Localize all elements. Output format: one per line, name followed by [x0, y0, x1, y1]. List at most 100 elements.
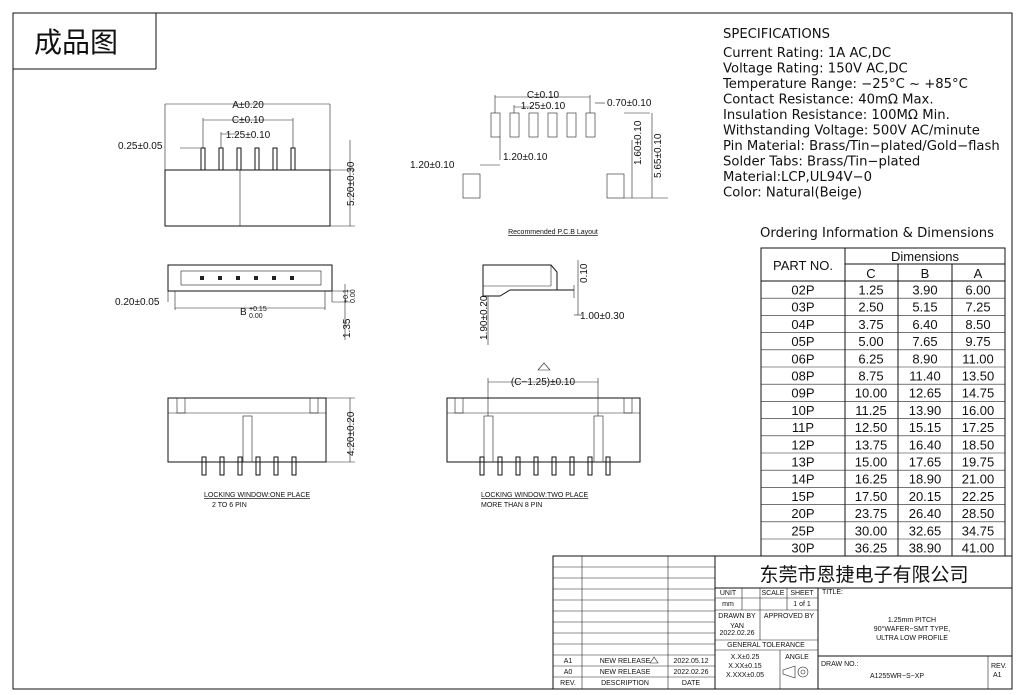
part-number-cell: 12P — [791, 437, 814, 452]
dimension-cell: 10.00 — [855, 386, 888, 401]
ordering-table: Ordering Information & Dimensions PART N… — [760, 226, 1006, 557]
angle-label: ANGLE — [785, 654, 809, 661]
title-line-2: 90°WAFER−SMT TYPE, — [874, 625, 950, 633]
tolerance-2: X.XX±0.15 — [728, 663, 762, 670]
dimension-cell: 16.00 — [962, 403, 995, 418]
pcb-pads — [490, 112, 596, 138]
dimension-cell: 26.40 — [909, 506, 942, 521]
pcb-dim-pad-l: 1.20±0.10 — [410, 160, 455, 171]
bottom-left-view: 4.20±0.20 LOCKING WINDOW:ONE PLACE 2 TO … — [167, 397, 357, 509]
dimension-cell: 34.75 — [962, 523, 995, 538]
spec-line: Temperature Range: −25°C ~ +85°C — [722, 77, 968, 92]
pcb-dim-tab: 1.60±0.10 — [633, 120, 644, 165]
dimension-cell: 18.90 — [909, 472, 942, 487]
dimension-cell: 17.65 — [909, 455, 942, 470]
revision-date: 2022.05.12 — [673, 658, 708, 665]
dimension-cell: 13.75 — [855, 437, 888, 452]
dim-a: A±0.20 — [232, 100, 264, 111]
title-line-3: ULTRA LOW PROFILE — [876, 635, 948, 642]
dimension-cell: 36.25 — [855, 541, 888, 556]
tolerance-label: GENERAL TOLERANCE — [727, 642, 805, 649]
spec-line: Current Rating: 1A AC,DC — [723, 46, 891, 61]
part-number-cell: 11P — [792, 420, 814, 435]
dimension-cell: 5.15 — [912, 300, 937, 315]
dimension-cell: 21.00 — [962, 472, 995, 487]
side-dim-h: 1.90±0.20 — [479, 295, 490, 340]
revision-desc: NEW RELEASE — [600, 669, 651, 676]
dimension-cell: 17.50 — [855, 489, 888, 504]
revision-desc: NEW RELEASE — [600, 658, 651, 665]
pcb-dim-pad-l2: 1.20±0.10 — [503, 152, 548, 163]
part-number-cell: 25P — [791, 523, 814, 538]
dimension-cell: 22.25 — [962, 489, 995, 504]
dimension-cell: 41.00 — [962, 541, 995, 556]
title-label: TITLE: — [822, 589, 843, 596]
unit-value: mm — [722, 601, 734, 608]
dimension-cell: 23.75 — [855, 506, 888, 521]
dimension-cell: 13.50 — [962, 369, 995, 384]
part-number-cell: 08P — [791, 369, 814, 384]
part-number-cell: 15P — [791, 489, 814, 504]
bl-dim-h: 4.20±0.20 — [346, 411, 357, 456]
front-dim-h-down: 0.00 — [350, 289, 357, 303]
part-number-cell: 05P — [791, 334, 814, 349]
col-part: PART NO. — [773, 258, 833, 273]
part-number-cell: 06P — [791, 351, 814, 366]
col-a: A — [974, 266, 983, 281]
part-number-cell: 04P — [791, 317, 814, 332]
dimension-cell: 6.40 — [912, 317, 937, 332]
tolerance-1: X.X±0.25 — [731, 654, 760, 661]
pcb-layout: C±0.10 1.25±0.10 0.70±0.10 1.20±0.10 1.2… — [410, 90, 668, 236]
drawn-by-label: DRAWN BY — [718, 613, 756, 620]
sheet-border — [12, 12, 1013, 690]
side-view: 0.10 1.90±0.20 1.00±0.30 — [479, 260, 625, 345]
dimension-cell: 11.25 — [855, 403, 887, 418]
dimension-cell: 38.90 — [909, 541, 942, 556]
dimension-cell: 15.00 — [855, 455, 888, 470]
dimension-cell: 12.65 — [909, 386, 942, 401]
front-dim-h: 1.35 — [342, 318, 353, 338]
desc-col: DESCRIPTION — [601, 680, 649, 687]
front-view: 0.20±0.05 B +0.15 0.00 1.35 +0.1 0.00 — [115, 264, 357, 340]
sheet-label: SHEET — [790, 590, 814, 597]
spec-line: Withstanding Voltage: 500V AC/minute — [723, 124, 980, 139]
tolerance-3: X.XXX±0.05 — [726, 672, 764, 679]
dimension-cell: 5.00 — [858, 334, 883, 349]
dimension-cell: 9.75 — [965, 334, 990, 349]
header-box: 成品图 — [13, 13, 157, 70]
spec-heading: SPECIFICATIONS — [723, 27, 830, 42]
unit-label: UNIT — [720, 590, 737, 597]
dimension-cell: 11.00 — [962, 351, 994, 366]
pcb-dim-c: C±0.10 — [527, 90, 560, 101]
ordering-heading: Ordering Information & Dimensions — [760, 226, 994, 241]
front-dim-b-up: +0.15 — [249, 306, 267, 313]
br-caption1: LOCKING WINDOW:TWO PLACE — [481, 492, 589, 499]
dimension-cell: 28.50 — [962, 506, 995, 521]
draw-no: A1255WR−S−XP — [870, 673, 924, 680]
part-number-cell: 02P — [791, 283, 814, 298]
spec-line: Contact Resistance: 40mΩ Max. — [723, 93, 934, 108]
pcb-dim-pitch: 1.25±0.10 — [521, 101, 566, 112]
dimension-cell: 1.25 — [858, 283, 883, 298]
dimension-cell: 32.65 — [909, 523, 942, 538]
dimension-cell: 8.75 — [858, 369, 883, 384]
part-number-cell: 10P — [791, 403, 814, 418]
part-number-cell: 30P — [791, 541, 814, 556]
col-dimensions: Dimensions — [891, 249, 959, 264]
col-c: C — [866, 266, 875, 281]
front-dim-side: 0.20±0.05 — [115, 297, 160, 308]
revision-delta-icon — [649, 656, 659, 664]
spec-line: Pin Material: Brass/Tin−plated/Gold−flas… — [723, 139, 1000, 154]
front-dim-b: B — [240, 307, 247, 318]
bottom-right-view: (C−1.25)±0.10 LOCKING WINDOW:TWO PLACE M… — [446, 362, 641, 509]
dimension-cell: 6.25 — [858, 351, 883, 366]
sheet-value: 1 of 1 — [793, 601, 811, 608]
dimension-cell: 15.15 — [909, 420, 942, 435]
dimension-cell: 16.40 — [909, 437, 942, 452]
projection-symbol-icon — [782, 665, 809, 679]
rev-label: REV. — [991, 663, 1007, 670]
part-number-cell: 14P — [791, 472, 814, 487]
dimension-cell: 2.50 — [858, 300, 883, 315]
